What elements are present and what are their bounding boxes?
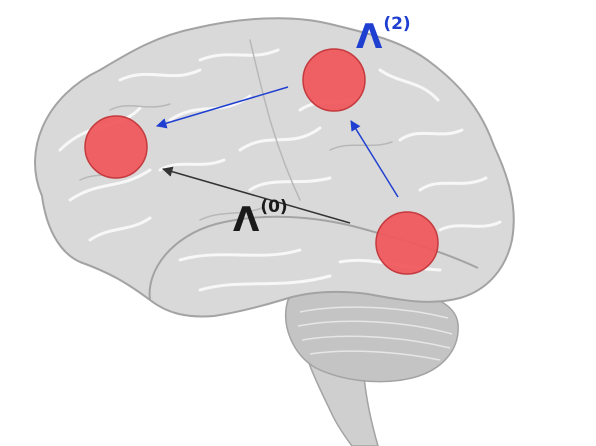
- arrow-parietal-to-frontal: [155, 86, 289, 129]
- arrow-temporal-to-parietal: [350, 120, 399, 198]
- cerebellum-folia: [297, 306, 453, 361]
- lambda-0-label: Λ(0): [233, 199, 288, 240]
- temporal-region: [375, 211, 439, 275]
- lambda-2-label: Λ(2): [356, 16, 411, 57]
- lambda-2-superscript: (2): [383, 14, 411, 34]
- gyri-lines: [58, 48, 502, 292]
- lambda-0-symbol: Λ: [233, 200, 260, 240]
- parietal-region: [302, 48, 366, 112]
- lambda-0-superscript: (0): [260, 197, 288, 217]
- arrow-temporal-to-frontal: [161, 166, 351, 224]
- lambda-2-symbol: Λ: [356, 17, 383, 57]
- frontal-region: [84, 115, 148, 179]
